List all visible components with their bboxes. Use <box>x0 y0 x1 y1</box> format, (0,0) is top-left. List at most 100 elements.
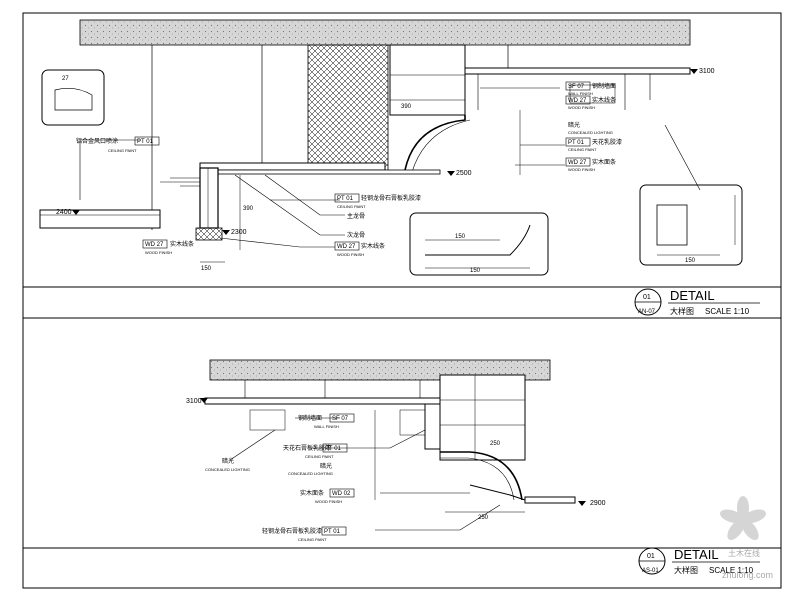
callout-code: WD 27 <box>337 244 356 250</box>
level-marker <box>578 501 586 506</box>
dimension-label: 150 <box>685 258 696 264</box>
level-label: 3100 <box>186 398 202 405</box>
callout-wood-left: WD 27 实木线条 WOOD FINISH <box>142 239 194 255</box>
leader-line <box>79 139 140 200</box>
left-duct <box>39 209 161 229</box>
detail-ref-number: 01 <box>643 294 651 301</box>
ceiling-bottom <box>199 169 441 175</box>
callout-zh: 轻钢龙骨石膏板乳胶漆 <box>262 527 322 535</box>
level-marker <box>447 171 455 176</box>
callout-zh: 钢制墙面 <box>298 414 322 422</box>
lower-detail: 3100 2900 250 250 钢制墙面 SF 07 WALL FINISH… <box>186 359 760 575</box>
callout-en: CEILING PAINT <box>108 148 137 153</box>
detail-sheet-ref: AN-07 <box>638 309 656 315</box>
dimension-label: 150 <box>201 266 212 272</box>
callout-main-joist: 主龙骨 <box>347 212 365 220</box>
watermark-caption: 土木在线 <box>728 548 760 558</box>
bulkhead <box>199 167 219 229</box>
callout-zh: 钢制墙面 <box>592 82 616 90</box>
dimension-label: 250 <box>478 515 489 521</box>
callout-zh: 暗光 <box>222 457 234 465</box>
level-marker <box>690 69 698 74</box>
watermark: 土木在线 zhulong.com <box>720 496 773 580</box>
code-box <box>134 136 160 146</box>
callout-zh: 天花石膏板乳胶漆 <box>283 444 331 452</box>
callout-zh: 铝合金风口喷涂 <box>76 137 118 145</box>
detail-scale: SCALE 1:10 <box>705 307 750 316</box>
callout-code: PT 01 <box>337 196 354 202</box>
code-box <box>565 157 591 167</box>
callout-sub-joist: 次龙骨 <box>347 231 365 239</box>
level-label: 2300 <box>231 229 247 236</box>
detail-subtitle: 大样图 <box>670 306 694 316</box>
lower-title-block: 01 AS-01 DETAIL 大样图 SCALE 1:10 <box>638 547 760 575</box>
callout-code: PT 01 <box>325 446 342 452</box>
code-box <box>565 81 591 91</box>
level-marker <box>200 398 208 403</box>
bulkhead <box>424 403 441 450</box>
light-box <box>569 84 616 104</box>
callout-code: WD 02 <box>332 491 351 497</box>
callout-code: PT 01 <box>324 529 341 535</box>
level-label: 2500 <box>456 170 472 177</box>
ceiling-rail <box>464 67 691 75</box>
dimension-label: 390 <box>243 206 254 212</box>
leader-line <box>229 429 276 461</box>
callout-zh: 实木面条 <box>300 489 324 497</box>
callout-ceiling-bottom: 轻钢龙骨石膏板乳胶漆 PT 01 CEILING PAINT <box>262 526 347 542</box>
profile-center <box>425 224 531 256</box>
level-label: 2400 <box>56 209 72 216</box>
code-box <box>322 443 348 453</box>
lower-ceiling <box>199 162 386 171</box>
watermark-logo <box>720 496 766 541</box>
curved-cove <box>440 451 523 501</box>
callout-en: CONCEALED LIGHTING <box>288 471 333 476</box>
dimension-label: 150 <box>470 268 481 274</box>
callout-ceiling-right: PT 01 天花乳胶漆 CEILING PAINT <box>565 137 622 152</box>
leader-line <box>310 429 426 449</box>
lower-ceiling <box>524 496 576 504</box>
callout-en: CEILING PAINT <box>337 204 366 209</box>
callout-zh: 轻钢龙骨石膏板乳胶漆 <box>361 194 421 202</box>
detail-bubble-left <box>41 69 105 126</box>
leader-line <box>234 174 345 236</box>
callout-en: WOOD FINISH <box>145 250 172 255</box>
code-box <box>329 413 355 423</box>
detail-scale: SCALE 1:10 <box>709 566 754 575</box>
callout-wall-finish: SF 07 钢制墙面 WALL FINISH <box>565 81 616 96</box>
callout-ceiling-mid: PT 01 轻钢龙骨石膏板乳胶漆 CEILING PAINT <box>334 193 421 209</box>
code-box <box>565 95 591 105</box>
callout-ceiling-paint: 天花石膏板乳胶漆 PT 01 CEILING PAINT <box>283 443 348 459</box>
callout-hidden-light: 暗光 CONCEALED LIGHTING <box>568 121 613 135</box>
wood-profile <box>469 484 526 501</box>
callout-en: CONCEALED LIGHTING <box>568 130 613 135</box>
callout-code: WD 27 <box>568 98 587 104</box>
profile-left <box>54 88 93 111</box>
level-marker <box>222 230 230 235</box>
upper-title-block: 01 AN-07 DETAIL 大样图 SCALE 1:10 <box>634 288 760 316</box>
detail-title: DETAIL <box>670 288 715 303</box>
callout-code: SF 07 <box>568 84 585 90</box>
leader-line <box>664 124 701 191</box>
callout-code: PT 01 <box>137 139 154 145</box>
callout-hidden-light-left: 暗光 CONCEALED LIGHTING <box>205 457 250 472</box>
watermark-site: zhulong.com <box>722 570 773 580</box>
callout-zh: 天花乳胶漆 <box>592 138 622 146</box>
callout-en: WALL FINISH <box>314 424 339 429</box>
leader-line <box>219 237 335 248</box>
wood-trim <box>195 227 223 241</box>
callout-zh: 实木线条 <box>361 242 385 250</box>
callout-zh: 暗光 <box>568 121 580 129</box>
detail-ref-number: 01 <box>647 553 655 560</box>
detail-sheet-ref: AS-01 <box>642 568 659 574</box>
curved-cove <box>404 115 466 171</box>
level-label: 2900 <box>590 500 606 507</box>
callout-en: CEILING PAINT <box>568 147 597 152</box>
code-box <box>334 193 360 203</box>
hatched-beam <box>307 44 389 174</box>
callout-zh: 实木线条 <box>170 240 194 248</box>
wall-box <box>439 374 526 461</box>
callout-wood-top: WD 27 实木线条 WOOD FINISH <box>565 95 616 110</box>
callout-zh: 暗光 <box>320 462 332 470</box>
